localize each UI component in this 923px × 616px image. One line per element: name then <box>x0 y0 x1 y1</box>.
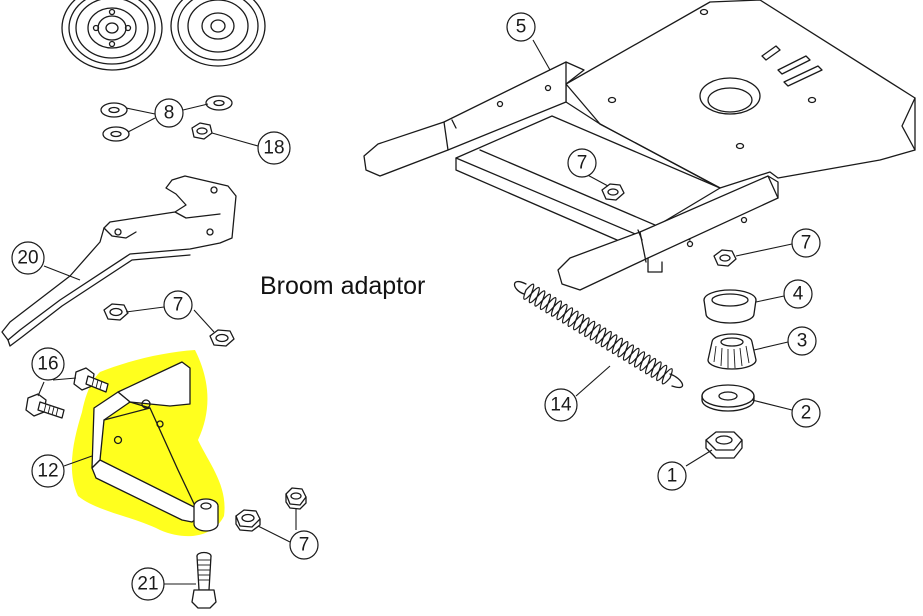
svg-text:3: 3 <box>797 331 808 352</box>
tapered-bearing-part-3 <box>707 333 757 370</box>
callout-14: 14 <box>544 388 578 422</box>
adaptor-frame-part-5 <box>363 0 916 291</box>
washers-part-8 <box>100 95 233 142</box>
callout-7-bottom: 7 <box>289 530 319 560</box>
callout-7-center: 7 <box>567 148 597 178</box>
nut-part-7-bottom-left <box>235 509 261 532</box>
broom-adaptor-label: Broom adaptor <box>260 272 425 300</box>
nut-part-1 <box>705 431 743 459</box>
nut-part-7-upper-left <box>103 303 129 321</box>
bearing-race-part-4 <box>703 289 757 324</box>
idler-pulley-right <box>170 0 266 67</box>
nut-part-7-center <box>601 183 625 201</box>
svg-text:16: 16 <box>37 354 58 375</box>
svg-text:4: 4 <box>793 284 804 305</box>
nut-part-18 <box>191 122 213 140</box>
svg-text:18: 18 <box>263 138 284 159</box>
svg-text:14: 14 <box>550 395 572 416</box>
callout-3: 3 <box>787 326 817 356</box>
svg-text:2: 2 <box>801 403 812 424</box>
callout-2: 2 <box>791 398 821 428</box>
callout-12: 12 <box>31 454 65 488</box>
callout-7-right: 7 <box>791 228 821 258</box>
svg-text:8: 8 <box>164 103 175 124</box>
callout-4: 4 <box>783 279 813 309</box>
svg-text:7: 7 <box>801 233 812 254</box>
nut-part-7-right <box>713 249 737 267</box>
callout-18: 18 <box>257 131 291 165</box>
broom-adaptor-bracket-part-12 <box>91 361 219 532</box>
svg-text:7: 7 <box>577 153 588 174</box>
callout-8: 8 <box>154 98 184 128</box>
extension-spring-part-14 <box>513 280 684 389</box>
callout-7-left-upper: 7 <box>163 290 193 320</box>
svg-text:7: 7 <box>173 295 184 316</box>
idler-pulley-left <box>61 0 163 71</box>
nut-part-7-bottom-right <box>285 487 307 510</box>
callout-16: 16 <box>31 347 65 381</box>
svg-text:1: 1 <box>667 466 678 487</box>
washer-part-2 <box>701 384 755 412</box>
svg-text:12: 12 <box>37 461 58 482</box>
svg-text:20: 20 <box>17 248 38 269</box>
mounting-plate-part-20 <box>1 175 237 347</box>
bolts-part-16 <box>25 367 109 419</box>
bolt-part-21 <box>191 551 217 609</box>
svg-text:5: 5 <box>516 17 527 38</box>
leader-lines <box>37 39 793 585</box>
callout-20: 20 <box>11 241 45 275</box>
callout-5: 5 <box>506 12 536 42</box>
callout-21: 21 <box>131 567 165 601</box>
nut-part-7-lower-left <box>209 329 235 347</box>
callout-1: 1 <box>657 461 687 491</box>
svg-text:21: 21 <box>137 574 158 595</box>
svg-text:7: 7 <box>299 535 310 556</box>
